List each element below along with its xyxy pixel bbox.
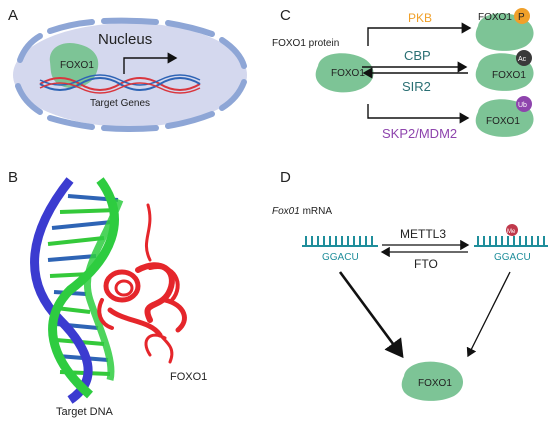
panel-d-letter: D (280, 169, 291, 186)
fto-label: FTO (414, 257, 438, 271)
panel-a-letter: A (8, 7, 18, 24)
ubiq-badge-circle (516, 96, 532, 112)
foxo1-protein-caption: FOXO1 protein (272, 38, 339, 49)
acetyl-badge-circle (516, 50, 532, 66)
mrna-left (302, 236, 378, 247)
foxo1-product-blob (401, 361, 464, 401)
mrna-title: Fox01 mRNA (272, 206, 332, 217)
acetyl-badge-label: Ac (518, 56, 527, 63)
pkb-label: PKB (408, 11, 432, 25)
ubiq-foxo1-label: FOXO1 (486, 116, 520, 127)
pkb-arrow (367, 22, 472, 46)
nuclear-envelope (15, 17, 247, 132)
phospho-foxo1-label: FOXO1 (478, 12, 512, 23)
left-translation-arrow (338, 271, 404, 359)
skp2-mdm2-label: SKP2/MDM2 (382, 126, 457, 141)
right-seq-label: GGACU (494, 252, 531, 263)
panel-a: A FOXO1 Nucleus Tar (8, 7, 247, 132)
panel-d: D Fox01 mRNA GGACU (272, 169, 548, 401)
panel-b: B (8, 169, 207, 418)
target-genes-label: Target Genes (90, 98, 150, 109)
foxo1-center-blob (315, 53, 374, 93)
phospho-badge-circle (514, 8, 530, 24)
target-dna-label: Target DNA (56, 406, 114, 418)
methyl-badge-label: Me (507, 229, 516, 235)
transcription-arrow (123, 52, 178, 74)
panel-b-foxo1-label: FOXO1 (170, 371, 207, 383)
mrna-gene-name: Fox01 (272, 206, 300, 217)
center-foxo1-label: FOXO1 (331, 68, 365, 79)
foxo1-ribbon (97, 203, 187, 364)
left-seq-label: GGACU (322, 252, 359, 263)
product-foxo1-label: FOXO1 (418, 378, 452, 389)
dna-strands-a (39, 74, 201, 94)
dna-helix (30, 177, 124, 404)
methyl-badge-circle (506, 224, 518, 236)
phospho-badge-label: P (518, 12, 525, 23)
mrna-suffix: mRNA (300, 206, 333, 217)
acetyl-foxo1-label: FOXO1 (492, 70, 526, 81)
cbp-label: CBP (404, 48, 431, 63)
nucleus-label: Nucleus (98, 31, 152, 48)
panel-b-letter: B (8, 169, 18, 186)
panel-a-foxo1-label: FOXO1 (60, 60, 94, 71)
right-translation-arrow (466, 271, 511, 358)
ubiq-badge-label: Ub (518, 102, 527, 109)
mettl3-label: METTL3 (400, 227, 446, 241)
panel-c-letter: C (280, 7, 291, 24)
ubiq-arrow (367, 104, 470, 124)
mrna-right (474, 236, 548, 247)
panel-c: C FOXO1 protein FOXO1 PKB FOXO1 P CBP SI… (272, 7, 534, 141)
sir2-label: SIR2 (402, 79, 431, 94)
